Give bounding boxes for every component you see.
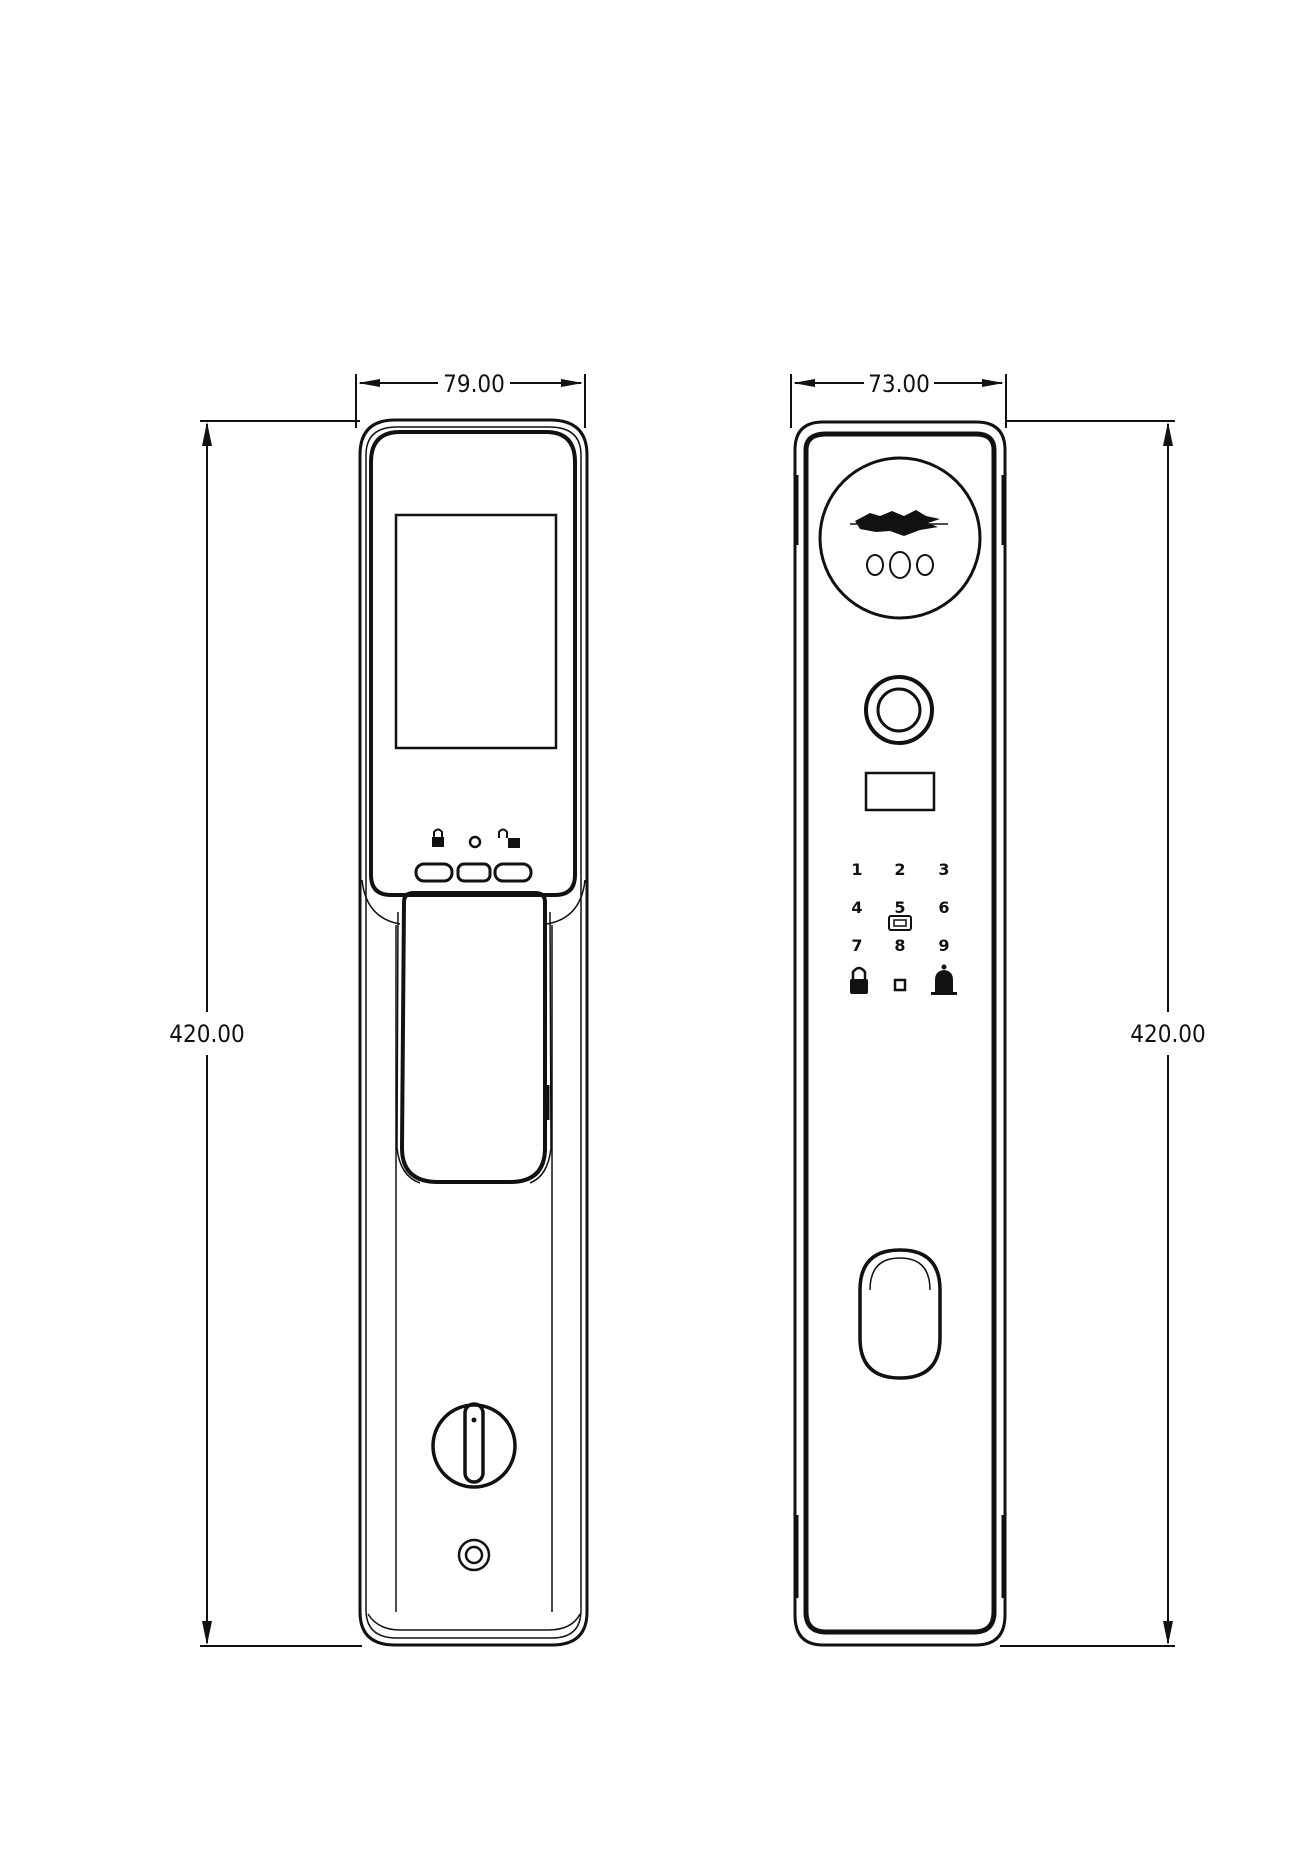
key-cylinder[interactable]: [431, 1402, 517, 1489]
card-reader-window: [864, 771, 936, 812]
back-width-dimension: 73.00: [790, 370, 1007, 428]
keypad-key-4[interactable]: 4: [851, 898, 862, 917]
center-button[interactable]: [456, 862, 492, 883]
camera-array-icon: [855, 510, 940, 536]
unlock-icon: [498, 828, 520, 848]
keypad-key-2[interactable]: 2: [894, 860, 905, 879]
front-button-icons: [432, 828, 520, 849]
keypad-lock-icon[interactable]: [850, 966, 868, 994]
back-height-label: 420.00: [1130, 1020, 1206, 1048]
keypad-key-8[interactable]: 8: [894, 936, 905, 955]
nfc-card-icon: [888, 915, 912, 931]
doorbell-icon[interactable]: [931, 964, 957, 996]
back-width-label: 73.00: [868, 370, 930, 398]
lock-button[interactable]: [414, 862, 454, 883]
front-handle[interactable]: [399, 891, 547, 1184]
front-height-label: 420.00: [169, 1020, 245, 1048]
keypad-key-6[interactable]: 6: [938, 898, 949, 917]
front-width-dimension: 79.00: [355, 370, 586, 428]
arrow-down-icon: [1163, 1621, 1173, 1645]
fingerprint-sensor[interactable]: [864, 675, 934, 745]
unlock-button[interactable]: [493, 862, 533, 883]
front-body-outline: [358, 418, 589, 1647]
dot-icon: [468, 835, 482, 849]
arrow-left-icon: [358, 379, 380, 387]
back-body-outline: [793, 420, 1007, 1647]
front-view: 79.00 420.00: [169, 370, 589, 1647]
arrow-right-icon: [561, 379, 583, 387]
arrow-left-icon: [793, 379, 815, 387]
keypad-key-3[interactable]: 3: [938, 860, 949, 879]
back-view: 73.00 420.00: [790, 370, 1206, 1647]
back-handle[interactable]: [858, 1248, 942, 1380]
front-sensor: [457, 1538, 491, 1572]
back-height-dimension: 420.00: [1000, 420, 1206, 1647]
arrow-up-icon: [1163, 422, 1173, 446]
face-camera: [818, 456, 982, 620]
keypad: 1 2 3 4 5 6 7 8 9: [850, 860, 957, 995]
arrow-up-icon: [202, 422, 212, 446]
front-height-dimension: 420.00: [169, 420, 362, 1647]
back-inner-outline: [803, 431, 997, 1635]
display-screen: [394, 513, 558, 750]
keypad-key-9[interactable]: 9: [938, 936, 949, 955]
arrow-down-icon: [202, 1621, 212, 1645]
arrow-right-icon: [982, 379, 1004, 387]
keypad-key-7[interactable]: 7: [851, 936, 862, 955]
lock-icon: [432, 828, 444, 847]
keypad-square-icon[interactable]: [893, 978, 907, 992]
keypad-key-1[interactable]: 1: [851, 860, 862, 879]
front-width-label: 79.00: [443, 370, 505, 398]
front-head-cap: [369, 430, 577, 897]
keypad-key-5[interactable]: 5: [894, 898, 905, 917]
